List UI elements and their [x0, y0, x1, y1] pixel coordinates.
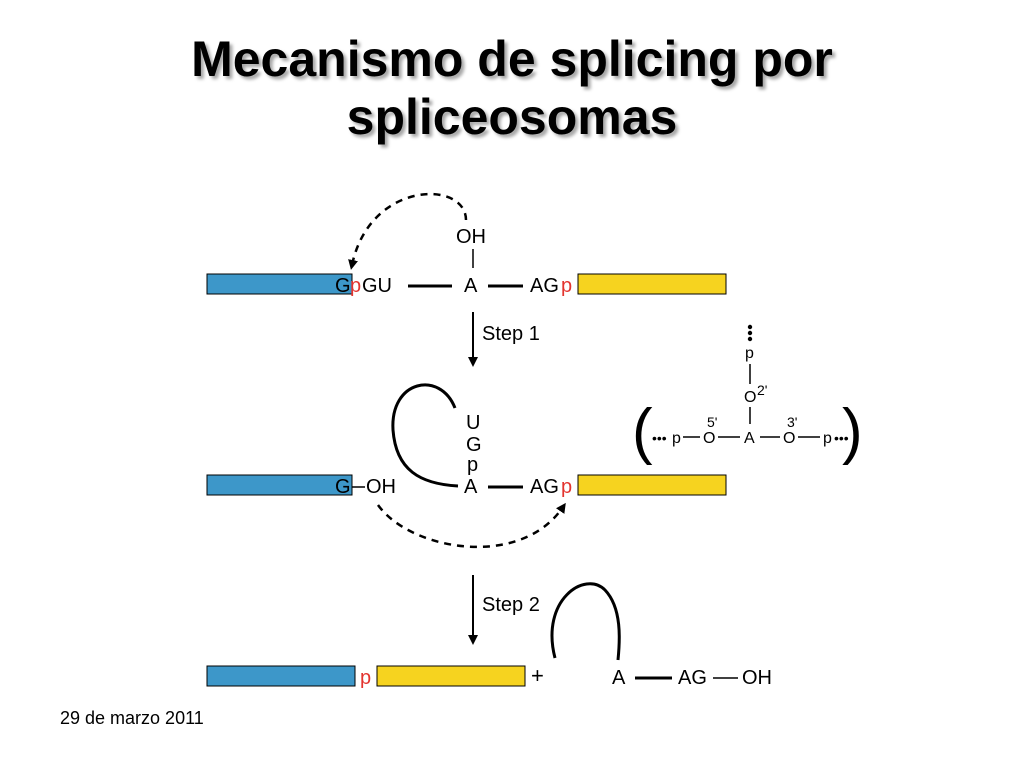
exon2-bar-row1: [577, 273, 727, 295]
row3-p: p: [360, 667, 371, 689]
inset-p-left: p: [672, 430, 681, 447]
inset-dots-left: •••: [652, 430, 667, 446]
inset-o-right: O: [783, 430, 795, 447]
row1-p-right: p: [561, 275, 572, 297]
row1-oh: OH: [456, 226, 486, 248]
inset-close-paren: ): [842, 397, 863, 466]
inset-o-left: O: [703, 430, 715, 447]
exon2-bar-row3: [376, 665, 526, 687]
row2-g: G: [335, 476, 351, 498]
row2-p-mid: p: [467, 454, 478, 476]
title-line-2: spliceosomas: [346, 89, 678, 145]
inset-dots-right: •••: [834, 430, 849, 446]
inset-o-top: O: [744, 389, 756, 406]
row3-a: A: [612, 667, 626, 689]
exon1-bar-row3: [206, 665, 356, 687]
row2-g2: G: [466, 434, 482, 456]
inset-two-prime: 2': [757, 382, 767, 398]
row2-oh: OH: [366, 476, 396, 498]
exon2-bar-row2: [577, 474, 727, 496]
lariat-loop-row3: [550, 582, 621, 661]
row2-p-right: p: [561, 476, 572, 498]
row1-a: A: [464, 275, 478, 297]
row3-ag: AG: [678, 667, 707, 689]
step2-label: Step 2: [482, 594, 540, 616]
row1-g: G: [335, 275, 351, 297]
step1-label: Step 1: [482, 323, 540, 345]
inset-five-prime: 5': [707, 414, 717, 430]
inset-p-right: p: [823, 430, 832, 447]
row1-ag: AG: [530, 275, 559, 297]
inset-dot-top-2: [747, 330, 753, 336]
row2-a: A: [464, 476, 478, 498]
row3-oh: OH: [742, 667, 772, 689]
step2-attack-arrow: [376, 502, 566, 549]
inset-three-prime: 3': [787, 414, 797, 430]
inset-a: A: [744, 430, 755, 447]
exon1-bar-row1: [206, 273, 353, 295]
row1-p-left: p: [350, 275, 361, 297]
row3-plus: +: [531, 663, 544, 688]
lariat-loop-row2: [391, 383, 459, 488]
inset-open-paren: (: [632, 397, 653, 466]
slide-title: Mecanismo de splicing por spliceosomas: [0, 30, 1024, 146]
title-line-1: Mecanismo de splicing por: [191, 31, 833, 87]
step1-attack-arrow: [348, 192, 468, 270]
row2-ag: AG: [530, 476, 559, 498]
inset-p-top: p: [745, 345, 754, 362]
inset-dot-top-3: [747, 336, 753, 342]
footer-date: 29 de marzo 2011: [60, 708, 204, 728]
row2-u: U: [466, 412, 480, 434]
exon1-bar-row2: [206, 474, 353, 496]
inset-dot-top-1: [747, 324, 753, 330]
row1-gu: GU: [362, 275, 392, 297]
